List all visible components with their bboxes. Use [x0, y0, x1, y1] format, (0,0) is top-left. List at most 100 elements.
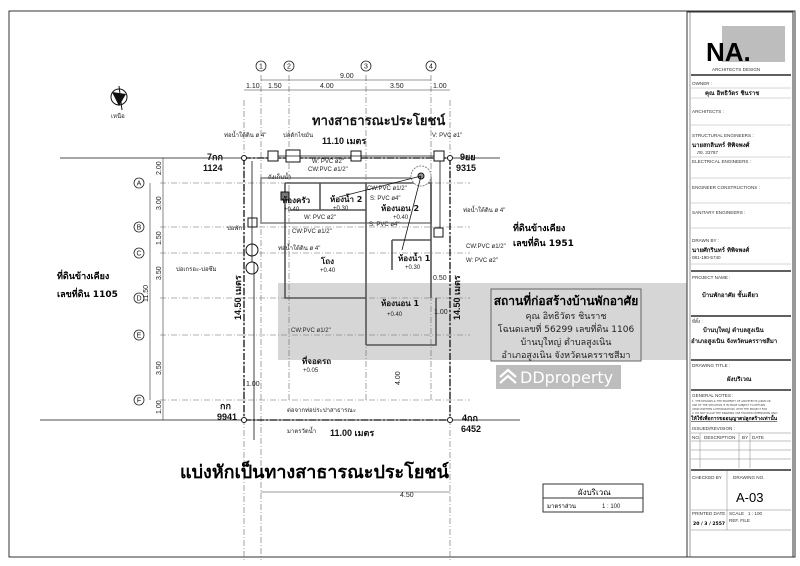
svg-text:ห้องนอน 2: ห้องนอน 2 — [381, 203, 419, 213]
svg-text:+0.40: +0.40 — [320, 268, 336, 274]
neighbor-left-lot: เลขที่ดิน 1105 — [57, 287, 118, 300]
drawing-number: A-03 — [736, 490, 763, 505]
svg-text:E: E — [137, 333, 142, 340]
marker-tr: 9ยย — [460, 152, 476, 162]
svg-text:ท่อน้ำใต้ดิน ø 4": ท่อน้ำใต้ดิน ø 4" — [224, 129, 266, 139]
svg-text:+0.05: +0.05 — [303, 368, 319, 374]
svg-text:20 / 3 / 2557: 20 / 3 / 2557 — [693, 521, 725, 527]
svg-text:ผังบริเวณ: ผังบริเวณ — [727, 375, 752, 383]
dim-top-4: 3.50 — [390, 83, 404, 90]
top-width: 11.10 เมตร — [322, 136, 366, 146]
site-info-owner: คุณ อิทธิวัตร ชินราช — [526, 311, 607, 322]
bottom-width: 11.00 เมตร — [330, 428, 374, 438]
grid-column-bubbles: 1 2 3 4 — [255, 60, 437, 72]
svg-text:NO.: NO. — [692, 435, 700, 440]
svg-text:นายศักรินทร์ ทิพิจพงศ์: นายศักรินทร์ ทิพิจพงศ์ — [692, 246, 749, 254]
svg-text:นายสกลินทร์ ทิพิจพงศ์: นายสกลินทร์ ทิพิจพงศ์ — [692, 141, 750, 149]
svg-text:F: F — [137, 398, 141, 405]
svg-text:2. DO NOT SCALE THE DRAWING US: 2. DO NOT SCALE THE DRAWING USE FIGURED … — [692, 411, 778, 415]
site-info-district: อำเภอสูงเนิน จังหวัดนครราชสีมา — [502, 350, 631, 361]
house-walls — [260, 177, 437, 346]
marker-br: 4กก — [462, 413, 478, 423]
grid-row-bubbles: A B C D E F — [133, 177, 145, 406]
svg-text:PRINTED DATE: PRINTED DATE — [692, 511, 725, 516]
svg-text:DESCRIPTION: DESCRIPTION — [704, 435, 735, 440]
dim-top-1: 1.10 — [246, 83, 260, 90]
svg-text:ห้องนอน 1: ห้องนอน 1 — [381, 298, 420, 308]
site-info-deed: โฉนดเลขที่ 56299 เลขที่ดิน 1106 — [498, 322, 635, 335]
svg-text:1 : 100: 1 : 100 — [748, 511, 762, 516]
watermark-text: DDproperty — [520, 368, 613, 387]
svg-text:CW:PVC ø1/2": CW:PVC ø1/2" — [291, 328, 331, 334]
svg-text:บ้านพักอาศัย ชั้นเดียว: บ้านพักอาศัย ชั้นเดียว — [702, 289, 759, 299]
svg-text:DRAWN BY :: DRAWN BY : — [692, 238, 719, 243]
svg-text:ENGINEER CONSTRUCTIONS :: ENGINEER CONSTRUCTIONS : — [692, 185, 760, 190]
svg-text:ที่จอดรถ: ที่จอดรถ — [302, 355, 331, 366]
watermark-strip — [496, 365, 621, 389]
svg-text:1.00: 1.00 — [156, 400, 163, 414]
svg-text:ห้องครัว: ห้องครัว — [282, 195, 311, 205]
watermark-logo-icon — [499, 368, 517, 384]
svg-text:ท่อน้ำใต้ดิน ø 4": ท่อน้ำใต้ดิน ø 4" — [463, 204, 505, 214]
svg-text:PROJECT NAME :: PROJECT NAME : — [692, 275, 730, 280]
dim-top-5: 1.00 — [433, 83, 447, 90]
svg-text:CW:PVC ø1/2": CW:PVC ø1/2" — [308, 167, 348, 173]
svg-text:บ่อพัก: บ่อพัก — [227, 225, 242, 232]
svg-text:USE OF THE SITUATION IF IN MAD: USE OF THE SITUATION IF IN MADE SUBJECT … — [692, 403, 765, 407]
drawing-label-title: ผังบริเวณ — [578, 488, 611, 497]
marker-br-num: 6452 — [461, 424, 481, 434]
svg-text:บ่อเกรอะ-บ่อซึม: บ่อเกรอะ-บ่อซึม — [176, 266, 217, 273]
top-dimension-lines — [244, 79, 450, 91]
svg-text:S: PVC ø4": S: PVC ø4" — [369, 222, 399, 228]
svg-text:ท่อน้ำใต้ดิน ø 4": ท่อน้ำใต้ดิน ø 4" — [278, 242, 320, 252]
marker-bl-num: 9941 — [217, 412, 237, 422]
svg-text:DATE: DATE — [752, 435, 764, 440]
svg-text:REF. FILE: REF. FILE — [729, 518, 750, 523]
svg-text:3: 3 — [364, 64, 368, 71]
svg-text:+0.40: +0.40 — [284, 207, 300, 213]
sheet-frame — [8, 10, 796, 558]
svg-text:2.00: 2.00 — [156, 161, 163, 175]
svg-text:1: 1 — [259, 64, 263, 71]
svg-text:+0.30: +0.30 — [333, 206, 349, 212]
room-labels: ห้องครัว+0.40 ห้องน้ำ 2+0.30 ห้องนอน 2+0… — [282, 193, 431, 374]
svg-text:CHECKED BY: CHECKED BY — [692, 475, 722, 480]
svg-text:4: 4 — [429, 64, 433, 71]
logo-subtitle: ARCHITECTS DESIGN — [712, 67, 760, 72]
svg-text:ภย. 33787: ภย. 33787 — [697, 150, 718, 155]
neighbor-left: ที่ดินข้างเคียง — [57, 269, 109, 282]
svg-text:1.50: 1.50 — [156, 231, 163, 245]
svg-text:2: 2 — [287, 64, 291, 71]
svg-text:V: PVC ø1": V: PVC ø1" — [432, 133, 462, 139]
svg-text:ให้ใช้เพื่อการขออนุญาตปลูกสร้า: ให้ใช้เพื่อการขออนุญาตปลูกสร้างเท่านั้น — [691, 413, 778, 423]
site-info-title: สถานที่ก่อสร้างบ้านพักอาศัย — [494, 292, 639, 308]
svg-text:3.00: 3.00 — [156, 196, 163, 210]
pipe-labels: ท่อน้ำใต้ดิน ø 4" บ่อดักไขมัน V: PVC ø1"… — [176, 129, 506, 435]
marker-tl: 7กก — [207, 152, 223, 162]
svg-text:W: PVC ø2": W: PVC ø2" — [312, 159, 344, 165]
svg-text:SCALE: SCALE — [729, 511, 744, 516]
marker-tr-num: 9315 — [456, 163, 476, 173]
svg-text:GENERAL NOTES :: GENERAL NOTES : — [692, 393, 733, 398]
svg-text:1.00: 1.00 — [434, 309, 448, 316]
svg-text:STRUCTURAL ENGINEERS :: STRUCTURAL ENGINEERS : — [692, 133, 754, 138]
left-dimension-lines — [149, 158, 164, 420]
svg-text:W: PVC ø2": W: PVC ø2" — [466, 258, 498, 264]
svg-text:11.50: 11.50 — [143, 285, 150, 302]
svg-text:ที่ตั้ง :: ที่ตั้ง : — [692, 318, 703, 324]
svg-text:081-190-5740: 081-190-5740 — [692, 255, 721, 260]
svg-text:C: C — [136, 251, 141, 258]
svg-text:S: PVC ø4": S: PVC ø4" — [370, 196, 400, 202]
dim-top-2: 1.50 — [268, 83, 282, 90]
svg-text:ELECTRICAL ENGINEERS :: ELECTRICAL ENGINEERS : — [692, 159, 751, 164]
svg-text:โถง: โถง — [320, 256, 334, 266]
svg-text:B: B — [137, 225, 142, 232]
misc-dimensions: 1.00 4.00 1.00 0.50 4.50 — [246, 275, 448, 499]
svg-text:ต่อจากท่อประปาสาธารณะ: ต่อจากท่อประปาสาธารณะ — [287, 407, 356, 414]
logo: NA. — [706, 37, 751, 67]
svg-text:บ้านบุใหญ่ ตำบลสูงเนิน: บ้านบุใหญ่ ตำบลสูงเนิน — [703, 326, 765, 335]
north-label: เหนือ — [111, 112, 125, 120]
drawing-label-scale: 1 : 100 — [602, 504, 621, 510]
neighbor-right: ที่ดินข้างเคียง — [513, 221, 565, 234]
